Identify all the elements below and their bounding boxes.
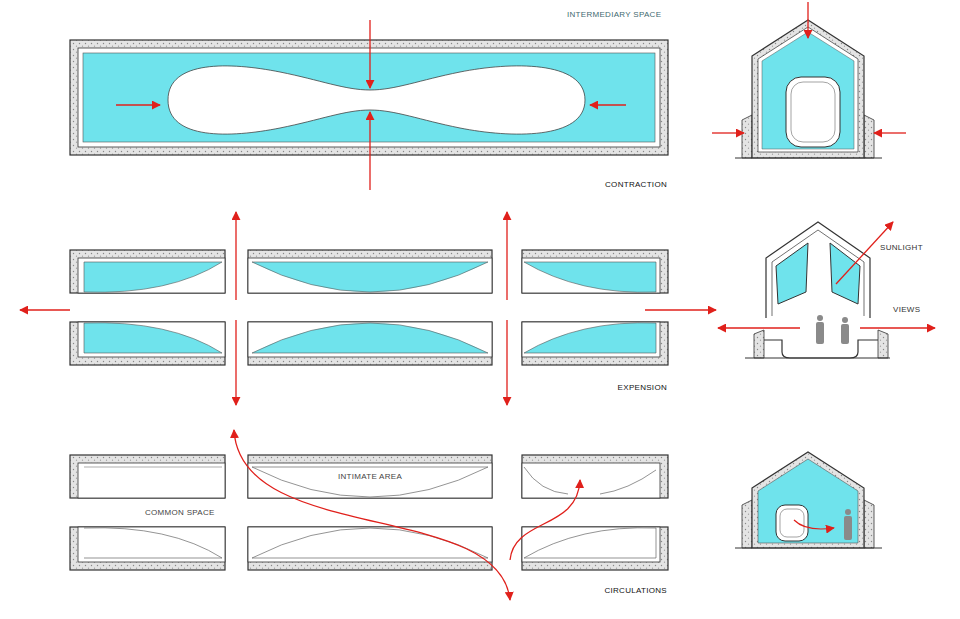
contraction-plan bbox=[70, 20, 668, 190]
space-label: INTERMEDIARY SPACE bbox=[567, 10, 661, 20]
space-label: COMMON SPACE bbox=[145, 508, 215, 518]
arrow-label: VIEWS bbox=[893, 305, 920, 315]
row-title: EXPENSION bbox=[618, 383, 667, 393]
circulations-section bbox=[735, 452, 882, 548]
row-title: CONTRACTION bbox=[605, 180, 667, 190]
contraction-section bbox=[712, 2, 906, 158]
arrow-label: SUNLIGHT bbox=[880, 243, 923, 253]
expension-plan bbox=[20, 212, 716, 405]
space-label: INTIMATE AREA bbox=[338, 472, 402, 482]
row-title: CIRCULATIONS bbox=[604, 586, 667, 596]
circulations-plan bbox=[70, 430, 668, 600]
expension-section bbox=[718, 222, 935, 358]
